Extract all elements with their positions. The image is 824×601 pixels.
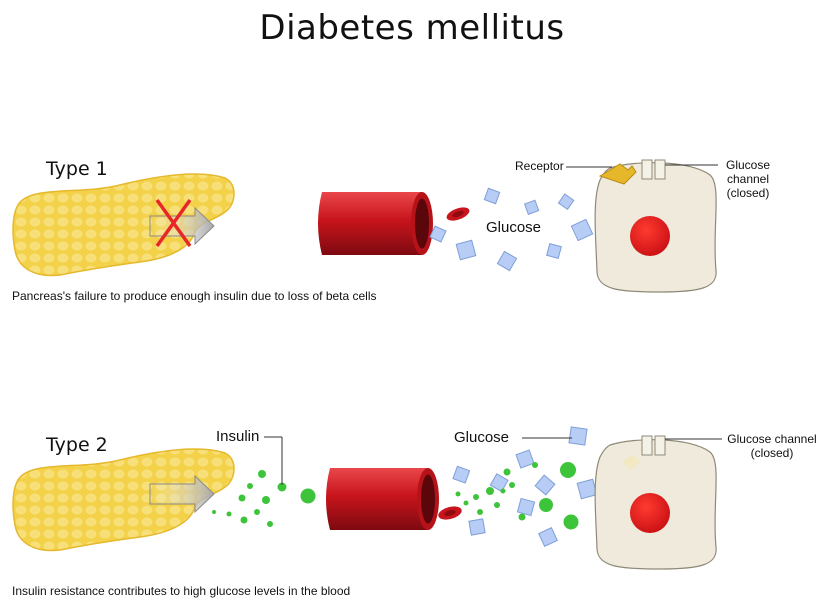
type1-glucose-label: Glucose: [486, 219, 541, 236]
type2-caption: Insulin resistance contributes to high g…: [12, 584, 350, 598]
type2-label: Type 2: [46, 434, 108, 456]
type1-cell: [595, 163, 716, 292]
type2-pointer-lines: [522, 438, 722, 439]
type2-insulin-label: Insulin: [216, 428, 259, 445]
type1-red-blood-cell: [445, 205, 471, 224]
type1-channel-label-line2: channel: [718, 172, 778, 186]
type2-channel-label-line1: Glucose channel: [722, 432, 822, 446]
type2-cell: [595, 440, 716, 569]
type2-insulin-near-cell: [456, 462, 579, 530]
type2-blood-vessel: [326, 468, 439, 530]
type2-glucose-label: Glucose: [454, 429, 509, 446]
type1-blood-vessel: [318, 192, 433, 255]
type1-caption: Pancreas's failure to produce enough ins…: [12, 289, 377, 303]
type1-channel-label-line3: (closed): [718, 186, 778, 200]
type1-label: Type 1: [46, 158, 108, 180]
type1-receptor-label: Receptor: [515, 159, 564, 173]
type1-channel-label-line1: Glucose: [718, 158, 778, 172]
type2-channel-label: Glucose channel (closed): [722, 432, 822, 460]
type2-red-blood-cell: [437, 504, 463, 522]
type1-channel-label: Glucose channel (closed): [718, 158, 778, 200]
type2-insulin-pointer: [264, 437, 282, 485]
type2-channel-label-line2: (closed): [722, 446, 822, 460]
